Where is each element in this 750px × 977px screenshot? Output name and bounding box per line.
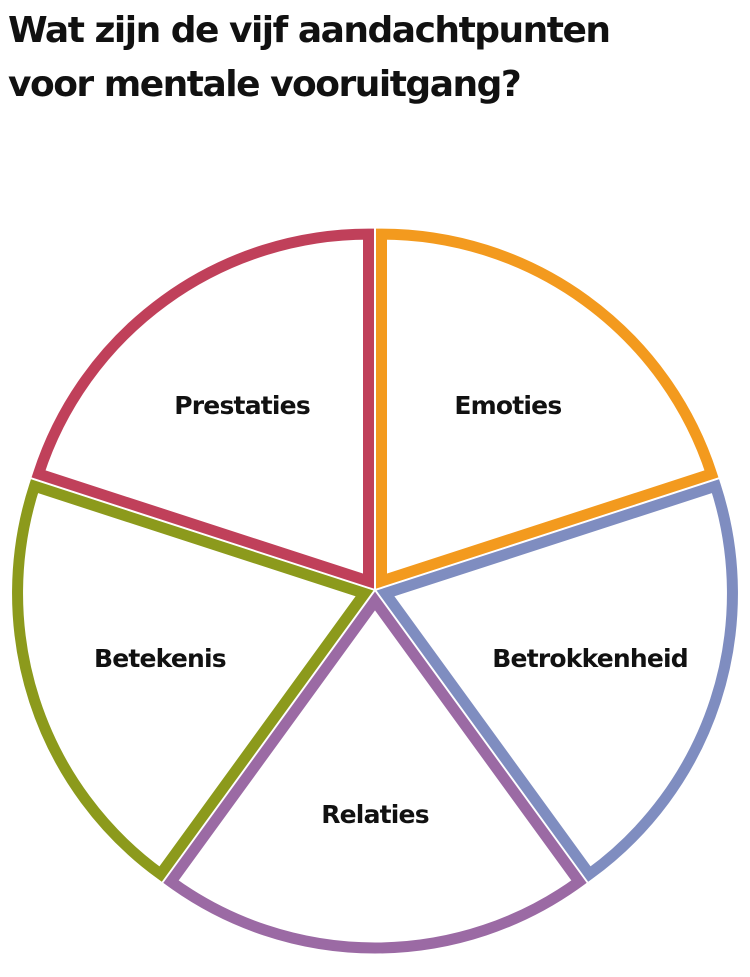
- segment-betrokkenheid: [376, 479, 738, 882]
- label-relaties: Relaties: [321, 800, 429, 829]
- segment-prestaties: [31, 228, 374, 589]
- title-line-1: Wat zijn de vijf aandachtpunten: [8, 10, 611, 51]
- title-line-2: voor mentale vooruitgang?: [8, 64, 522, 105]
- label-betrokkenheid: Betrokkenheid: [492, 644, 688, 673]
- label-prestaties: Prestaties: [174, 391, 310, 420]
- segment-emoties: [376, 228, 719, 589]
- diagram-title: Wat zijn de vijf aandachtpunten voor men…: [8, 4, 738, 112]
- segment-betekenis: [12, 479, 374, 882]
- label-betekenis: Betekenis: [94, 644, 226, 673]
- segment-relaties: [163, 591, 587, 954]
- label-emoties: Emoties: [454, 391, 561, 420]
